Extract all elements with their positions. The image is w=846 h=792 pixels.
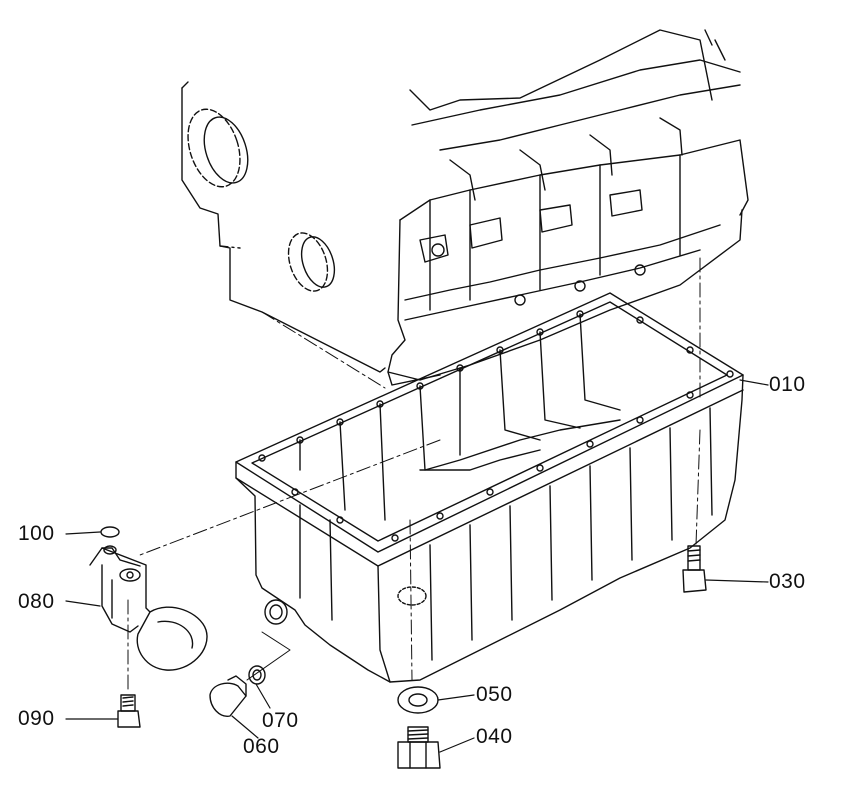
- callout-010: 010: [769, 373, 806, 396]
- washer-050: [397, 686, 439, 714]
- callout-090: 090: [18, 707, 55, 730]
- assembly-centerlines: [127, 257, 701, 691]
- oil-pan: [235, 313, 744, 683]
- oil-pan-gasket: [235, 292, 744, 553]
- callout-060: 060: [243, 735, 280, 758]
- callout-080: 080: [18, 590, 55, 613]
- callout-050: 050: [476, 683, 513, 706]
- bolt-090: [117, 694, 141, 728]
- gasket-bolt-holes: [258, 310, 734, 542]
- engine-block: [181, 29, 749, 386]
- plug-060: [209, 675, 247, 717]
- callout-leaders: [65, 379, 769, 753]
- callout-030: 030: [769, 570, 806, 593]
- washer-070: [248, 665, 266, 685]
- bolt-030: [682, 545, 707, 593]
- callout-100: 100: [18, 522, 55, 545]
- drain-plug-040: [397, 726, 441, 769]
- callout-040: 040: [476, 725, 513, 748]
- oil-strainer: [89, 526, 208, 671]
- callout-070: 070: [262, 709, 299, 732]
